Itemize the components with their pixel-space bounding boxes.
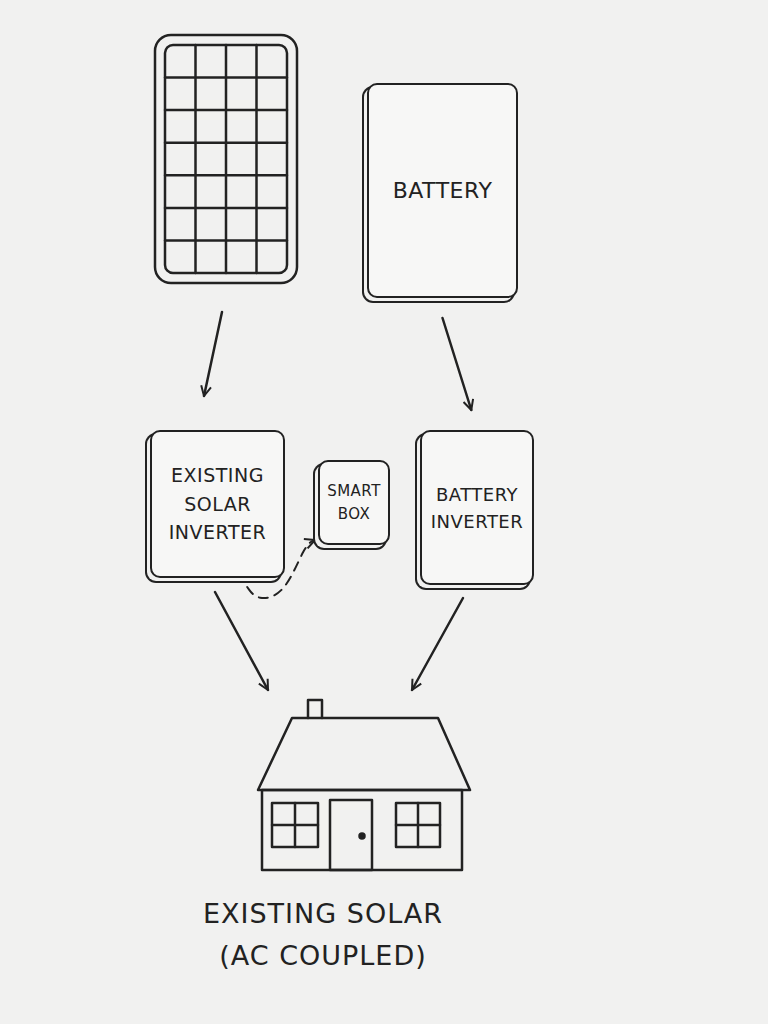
panel-grid bbox=[165, 45, 287, 273]
battery-house-arrow bbox=[412, 598, 463, 690]
inverter-box: EXISTING SOLAR INVERTER bbox=[150, 430, 285, 578]
door-knob bbox=[360, 834, 365, 839]
battery-box: BATTERY bbox=[367, 83, 518, 298]
node-label: SMART BOX bbox=[327, 480, 381, 525]
caption: EXISTING SOLAR (AC COUPLED) bbox=[173, 893, 473, 977]
inverter-box: BATTERY INVERTER bbox=[420, 430, 534, 585]
window bbox=[272, 803, 318, 847]
node-label: BATTERY bbox=[393, 174, 493, 207]
window-bars bbox=[396, 803, 440, 847]
node-label: BATTERY INVERTER bbox=[430, 481, 524, 535]
panel-arrow bbox=[204, 312, 222, 396]
house-wall bbox=[262, 790, 462, 870]
roof bbox=[258, 718, 470, 790]
smart-box: SMART BOX bbox=[318, 460, 390, 545]
door bbox=[330, 800, 372, 870]
node-label: EXISTING SOLAR INVERTER bbox=[160, 461, 275, 547]
chimney bbox=[308, 700, 322, 718]
window-bars bbox=[272, 803, 318, 847]
solar-house-arrow bbox=[215, 592, 268, 690]
solar-panel bbox=[155, 35, 297, 283]
window bbox=[396, 803, 440, 847]
house bbox=[258, 700, 470, 870]
flow-arrow bbox=[443, 318, 472, 410]
panel-frame bbox=[155, 35, 297, 283]
panel-cells bbox=[165, 45, 287, 273]
